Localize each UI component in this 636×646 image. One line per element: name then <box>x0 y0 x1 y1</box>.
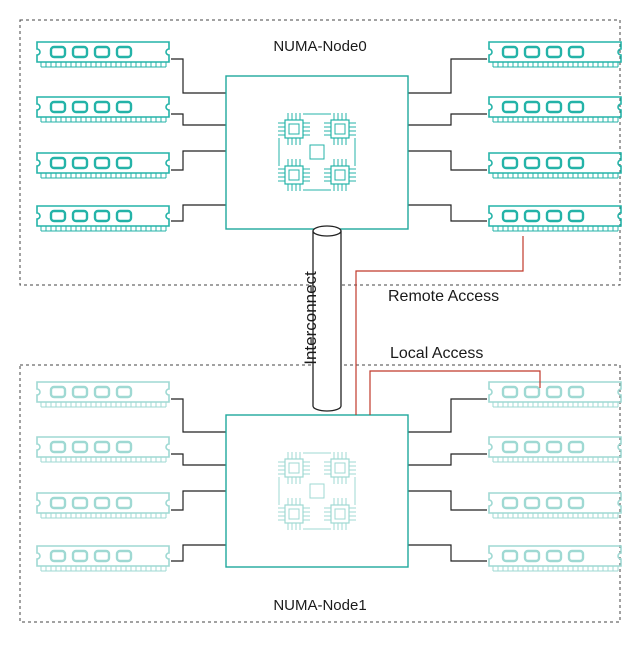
node-0-right-bus-lines <box>408 58 487 222</box>
numa-node-1: NUMA-Node1 <box>19 364 623 623</box>
node-0-memory-module-right-4 <box>487 204 623 233</box>
numa-node-1-label: NUMA-Node1 <box>273 597 366 614</box>
remote-access-label: Remote Access <box>388 288 499 305</box>
node-1-memory-module-right-2 <box>487 435 623 464</box>
node-0-memory-module-right-3 <box>487 151 623 180</box>
node-1-cpu <box>225 414 409 568</box>
node-1-memory-module-right-1 <box>487 380 623 409</box>
interconnect-cylinder <box>312 225 342 412</box>
node-0-memory-module-left-3 <box>35 151 171 180</box>
node-1-memory-module-right-3 <box>487 491 623 520</box>
interconnect-label: Interconnect <box>301 271 320 365</box>
node-0-memory-module-right-2 <box>487 95 623 124</box>
node-1-left-bus-lines <box>171 398 226 562</box>
node-0-memory-module-left-1 <box>35 40 171 69</box>
node-1-memory-module-right-4 <box>487 544 623 573</box>
numa-node-0: NUMA-Node0 <box>19 19 623 286</box>
node-0-cpu <box>225 75 409 230</box>
remote-access-path <box>355 236 524 415</box>
node-0-memory-module-right-1 <box>487 40 623 69</box>
node-1-right-bus-lines <box>408 398 487 562</box>
node-0-memory-module-left-2 <box>35 95 171 124</box>
node-1-memory-module-left-4 <box>35 544 171 573</box>
node-1-memory-module-left-1 <box>35 380 171 409</box>
node-0-memory-module-left-4 <box>35 204 171 233</box>
node-0-left-bus-lines <box>171 58 226 222</box>
local-access-label: Local Access <box>390 345 483 362</box>
numa-node-0-label: NUMA-Node0 <box>273 38 366 55</box>
node-1-memory-module-left-2 <box>35 435 171 464</box>
local-access-path <box>369 370 541 415</box>
node-1-memory-module-left-3 <box>35 491 171 520</box>
